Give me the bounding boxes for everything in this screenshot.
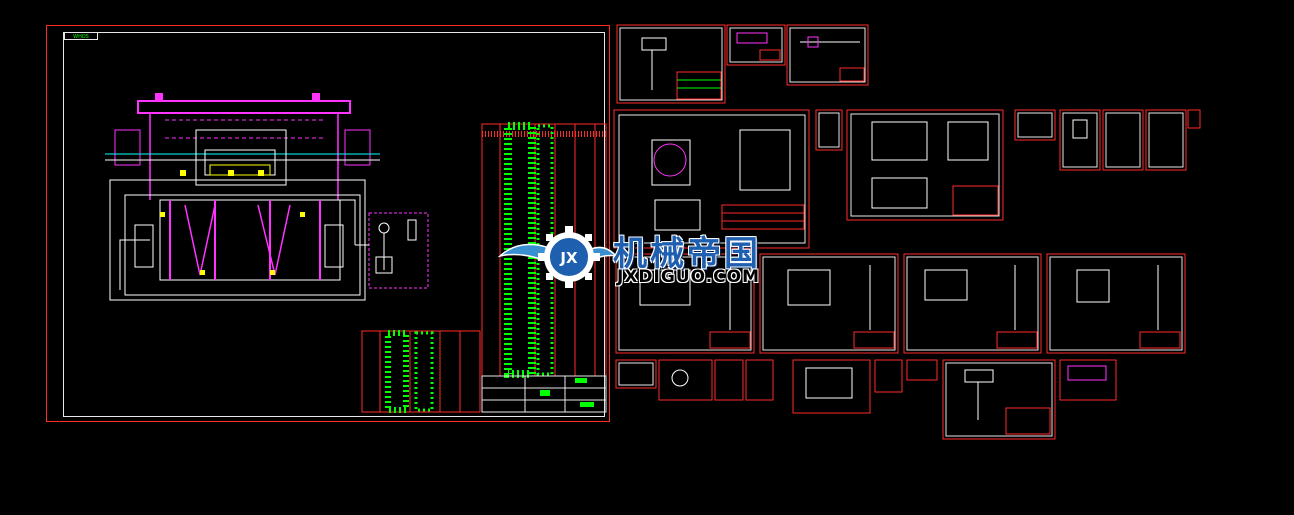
sheet-12 <box>615 253 755 354</box>
main-drawing-sheet[interactable] <box>46 25 610 422</box>
sheet-6 <box>846 109 1004 221</box>
sheet-5 <box>815 109 843 151</box>
watermark-chinese-text: 机械帝国 <box>613 234 761 274</box>
sheet-11 <box>1187 109 1201 129</box>
sheet-23 <box>942 359 1056 440</box>
sheet-14 <box>903 253 1042 354</box>
emblem-letters: JX <box>559 249 578 267</box>
sheet-17 <box>658 359 713 401</box>
sheet-16 <box>615 359 657 389</box>
sheet-4 <box>613 109 810 249</box>
sheet-19 <box>745 359 774 401</box>
main-sheet-tag: WHDS <box>64 32 98 40</box>
watermark-english-text: JXDIGUO.COM <box>617 267 761 287</box>
sheet-20 <box>792 359 871 414</box>
sheet-21 <box>874 359 903 393</box>
sheet-3 <box>786 24 869 86</box>
sheet-10 <box>1145 109 1187 171</box>
sheet-8 <box>1059 109 1101 171</box>
sheet-7 <box>1014 109 1056 141</box>
sheet-9 <box>1102 109 1144 171</box>
sheet-24 <box>1059 359 1117 401</box>
sheet-22 <box>906 359 938 381</box>
main-drawing-border <box>63 32 605 417</box>
sheet-1 <box>616 24 726 104</box>
gear-emblem-icon: JX <box>538 226 600 288</box>
sheet-15 <box>1046 253 1186 354</box>
watermark-logo: JX 机械帝国 JXDIGUO.COM <box>497 222 800 292</box>
sheet-13 <box>759 253 899 354</box>
sheet-2 <box>726 24 786 66</box>
sheet-18 <box>714 359 744 401</box>
